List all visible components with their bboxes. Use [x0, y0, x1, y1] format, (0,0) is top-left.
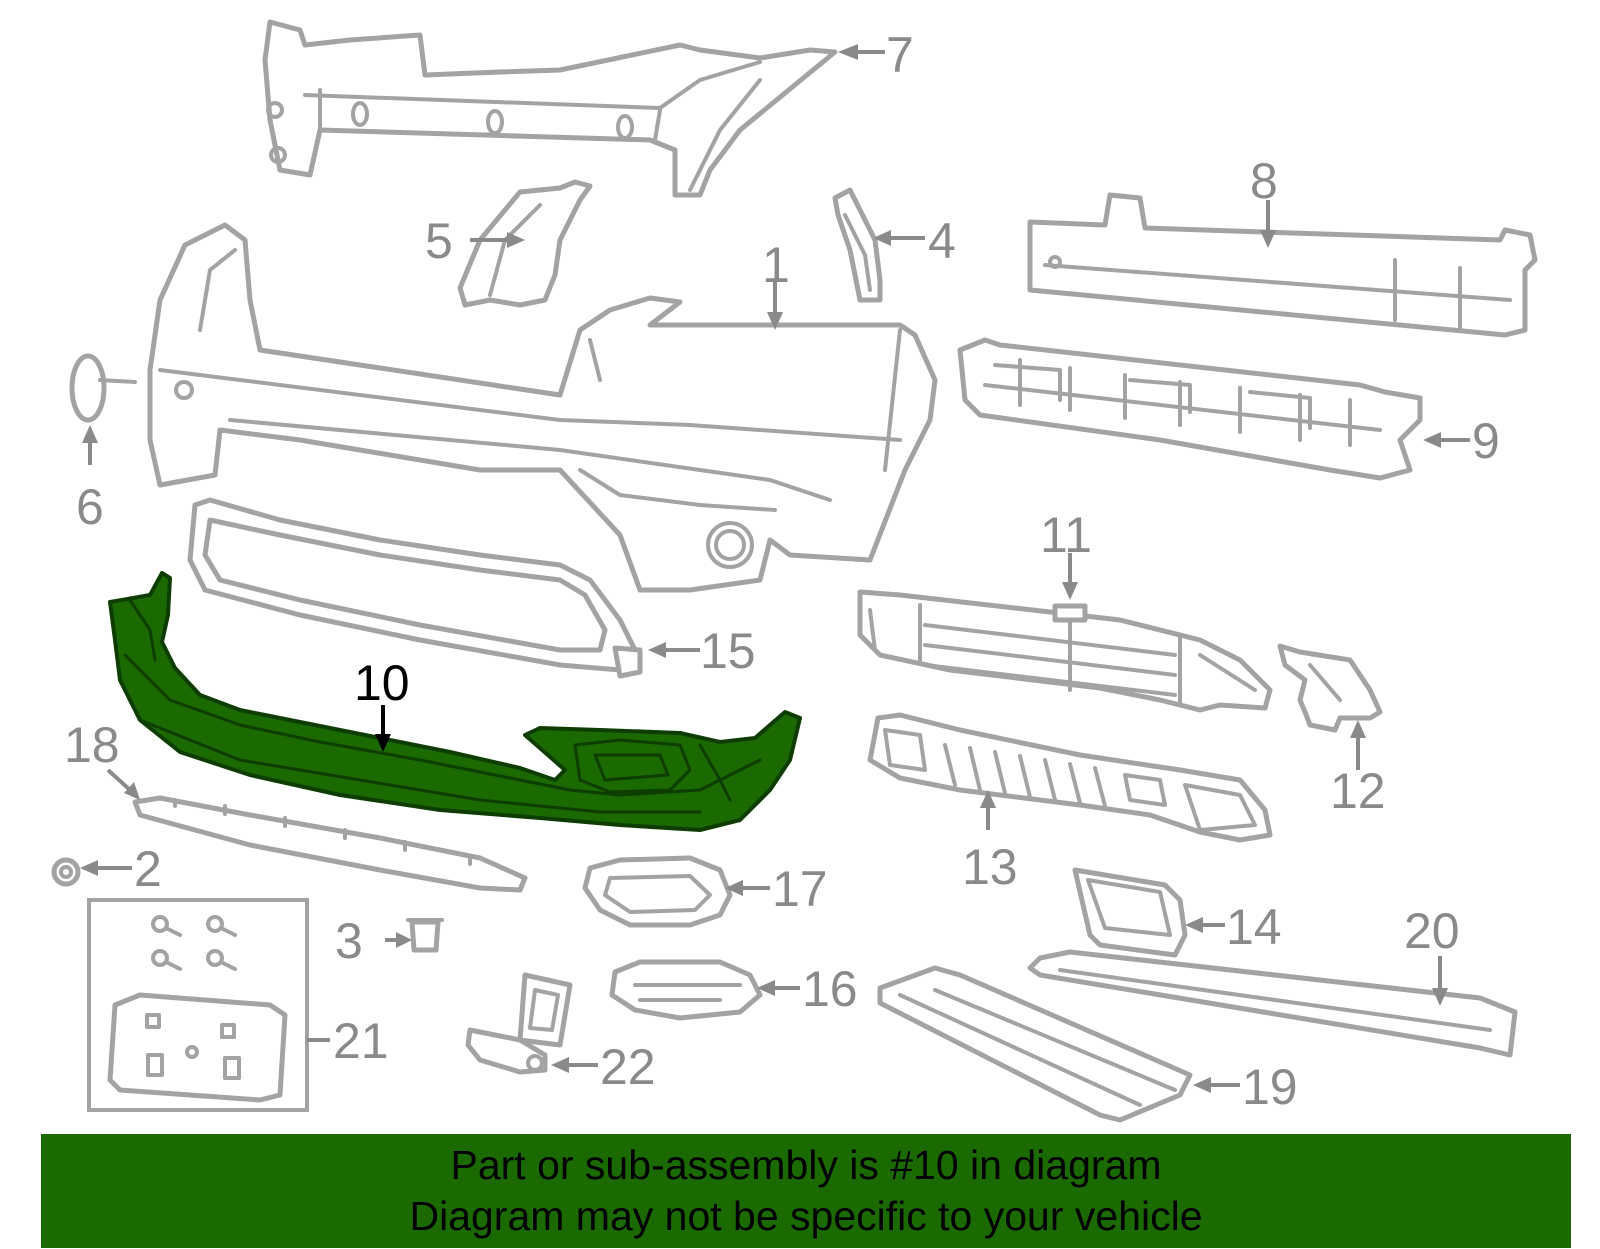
callout-9: 9	[1472, 413, 1500, 469]
callout-5: 5	[425, 213, 453, 269]
screw-icon	[151, 949, 182, 971]
part-14-bezel	[1072, 867, 1188, 958]
callout-8: 8	[1250, 153, 1278, 209]
callout-13: 13	[962, 839, 1018, 895]
callout-16: 16	[802, 961, 858, 1017]
part-20-strip	[1027, 949, 1518, 1058]
part-6-tow-cover	[69, 353, 137, 423]
part-19-air-dam	[877, 965, 1193, 1123]
callout-20: 20	[1404, 903, 1460, 959]
part-21-plate-bracket	[87, 898, 309, 1112]
callout-14: 14	[1226, 899, 1282, 955]
part-7-upper-support	[262, 19, 838, 198]
part-11-grille-shutter	[857, 589, 1273, 713]
callout-1: 1	[762, 237, 790, 293]
callout-18: 18	[64, 717, 120, 773]
part-15-grille-bezel	[187, 497, 643, 679]
info-banner: Part or sub-assembly is #10 in diagram D…	[41, 1134, 1571, 1248]
callout-4: 4	[928, 213, 956, 269]
part-13-lower-grille	[867, 712, 1273, 843]
callout-3: 3	[335, 913, 363, 969]
callout-15: 15	[700, 623, 756, 679]
screw-icon	[206, 949, 237, 971]
screw-icon	[151, 915, 182, 937]
callout-7: 7	[886, 27, 914, 83]
banner-line-disclaimer: Diagram may not be specific to your vehi…	[409, 1193, 1203, 1239]
part-5-bracket	[457, 179, 593, 308]
callout-labels: 7 8 5 4 1 9 6 11 15 10 18 12 2 13 17 3 1…	[64, 27, 1500, 1115]
screw-icon	[206, 915, 237, 937]
callout-19: 19	[1242, 1059, 1298, 1115]
part-2-clip	[51, 857, 81, 887]
callout-12: 12	[1330, 763, 1386, 819]
callout-17: 17	[772, 861, 828, 917]
callout-6: 6	[76, 479, 104, 535]
part-4-bracket	[832, 187, 883, 303]
part-8-reinforcement	[1027, 192, 1538, 338]
callout-2: 2	[134, 841, 162, 897]
part-9-absorber	[957, 337, 1423, 481]
callout-22: 22	[600, 1039, 656, 1095]
part-18-trim-strip	[132, 795, 528, 893]
leader-lines	[80, 44, 1470, 1093]
part-1-bumper-fascia	[147, 222, 938, 593]
part-12-bracket	[1277, 643, 1383, 733]
part-3-push-clip	[406, 918, 444, 953]
part-16-fog-grille	[609, 959, 763, 1021]
part-17-fog-bezel	[582, 855, 733, 928]
callout-11: 11	[1040, 507, 1092, 563]
callout-10: 10	[354, 655, 410, 711]
banner-line-part: Part or sub-assembly is #10 in diagram	[450, 1142, 1162, 1188]
part-10-lower-fascia	[108, 571, 802, 832]
callout-21: 21	[333, 1013, 389, 1069]
part-22-sensor	[465, 972, 573, 1075]
